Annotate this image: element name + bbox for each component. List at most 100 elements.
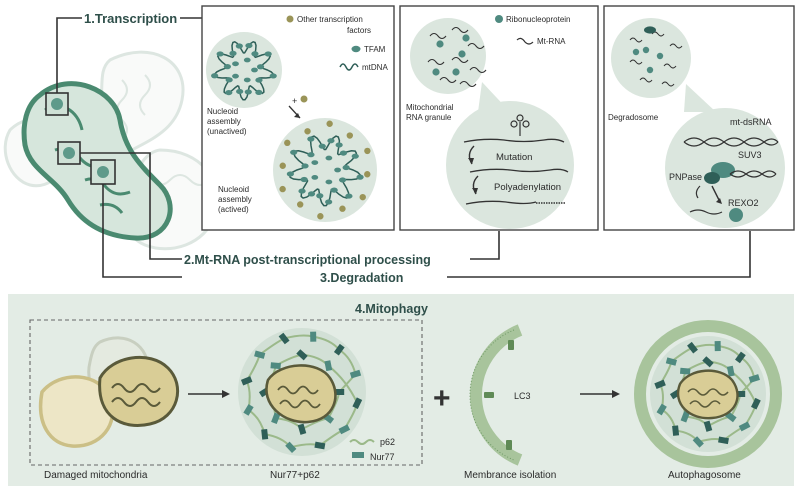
degradosome-label: Degradosome	[608, 113, 659, 122]
legend-mtdna-icon	[339, 63, 359, 71]
legend-factors-label: Other transcription	[297, 15, 363, 24]
ribonucleoprotein	[436, 40, 444, 48]
nur77-protein	[735, 351, 746, 364]
transcription-factor	[326, 120, 333, 127]
tfam-protein	[235, 43, 243, 49]
tfam-protein	[325, 179, 333, 185]
nur77-p62-network	[240, 331, 363, 454]
dashed-region	[29, 319, 423, 466]
nur77-protein	[735, 391, 746, 397]
degradosome-bg	[611, 18, 691, 98]
nur77-protein	[665, 357, 678, 366]
rna-fragment	[663, 63, 677, 69]
polyadenylation-label: Polyadenylation	[494, 182, 561, 193]
damaged-mito-faded	[38, 375, 115, 448]
tfam-protein	[330, 187, 338, 193]
nur77-protein	[334, 389, 345, 395]
mt-rna-strand	[439, 76, 457, 84]
isolation-membrane	[469, 324, 523, 466]
mitophagy-plus: +	[433, 382, 451, 415]
tfam-protein	[307, 136, 315, 142]
zoom-dot-2	[63, 147, 75, 159]
rna-granule	[427, 26, 487, 88]
unactived-label-1: Nucleoid	[207, 107, 238, 116]
damaged-mitochondria	[38, 336, 180, 448]
factor-dot-add	[300, 95, 308, 103]
nur77-protein	[726, 365, 735, 377]
nur77-protein	[261, 429, 269, 440]
rna-strand-2	[469, 168, 569, 173]
mt-rna-strand	[451, 26, 469, 34]
transcription-factor	[279, 162, 286, 169]
nur77-protein	[702, 356, 714, 368]
step-1-title: 1.Transcription	[84, 11, 177, 26]
nur77-protein	[748, 374, 760, 383]
ssrna-out	[695, 185, 701, 199]
nur77-protein	[349, 369, 362, 379]
tfam-protein	[334, 167, 341, 173]
ribonucleoprotein	[458, 50, 466, 58]
tfam-protein	[356, 174, 364, 180]
legend-factor-dot	[286, 15, 294, 23]
mutation-arrowhead	[468, 158, 474, 164]
degradosome-protein	[646, 66, 654, 74]
tfam-protein	[229, 50, 237, 57]
rna-strand-3	[465, 200, 537, 205]
nucleoid-unactived-bg	[206, 32, 282, 108]
actived-label-2: assembly	[218, 195, 252, 204]
mt-rna-strand	[427, 58, 445, 66]
nur77-protein	[270, 362, 281, 370]
tfam-protein	[307, 191, 316, 197]
rna-strand-1	[463, 138, 565, 143]
captured-mitochondrion	[265, 364, 337, 424]
tfam-protein	[269, 73, 277, 79]
rna-fragment	[629, 37, 643, 43]
nur77-protein	[738, 421, 751, 432]
ribonucleoprotein	[452, 68, 460, 76]
mt-rna-strand	[469, 66, 487, 74]
actived-label-1: Nucleoid	[218, 185, 249, 194]
transcription-factor	[284, 139, 291, 147]
membrane-arc	[469, 324, 523, 466]
rna-fragment	[689, 209, 723, 215]
nur77-p62-label: Nur77+p62	[270, 470, 320, 481]
tfam-protein	[245, 42, 253, 49]
actived-label-3: (actived)	[218, 205, 249, 214]
tfam-protein	[311, 175, 319, 180]
tfam-protein	[300, 176, 308, 183]
legend-mtrna-label: Mt-RNA	[537, 37, 566, 46]
tfam-protein	[251, 51, 259, 57]
dsrna-strand-a	[683, 137, 779, 147]
nur77-protein	[297, 423, 307, 435]
legend-mtdna-label: mtDNA	[362, 63, 388, 72]
nur77-protein	[703, 420, 713, 432]
tfam-protein	[290, 149, 298, 155]
tfam-protein	[211, 73, 219, 79]
legend-factors-label-2: factors	[347, 26, 371, 35]
nur77-protein	[680, 411, 690, 423]
panel-transcription: Other transcription factors TFAM mtDNA N…	[201, 5, 395, 231]
tfam-protein	[255, 89, 263, 96]
transcription-factor	[317, 213, 324, 220]
tfam-protein	[342, 164, 350, 171]
nur77-protein	[278, 332, 290, 345]
zoom-dot-1	[51, 98, 63, 110]
nur77-protein	[654, 379, 666, 389]
nur77-protein	[656, 403, 667, 416]
trna-icon	[510, 114, 530, 136]
tfam-protein	[232, 61, 239, 67]
mitophagy-arrowhead-2	[612, 390, 620, 398]
panel-mitophagy: 4.Mitophagy Damaged mitochondria p62 Nur…	[8, 294, 794, 486]
degradosome-contents	[629, 26, 683, 87]
tfam-protein	[243, 77, 251, 83]
nur77-protein	[751, 397, 761, 410]
mt-rna-strand	[467, 42, 485, 50]
tfam-protein	[225, 89, 233, 96]
polya-arrowhead	[472, 188, 478, 194]
nur77-protein	[333, 343, 345, 356]
nur77-protein	[271, 412, 281, 425]
panel-degradation: Degradosome mt-dsRNA SUV3 PNPase REXO2	[603, 5, 795, 231]
zoom-dot-3	[97, 166, 109, 178]
